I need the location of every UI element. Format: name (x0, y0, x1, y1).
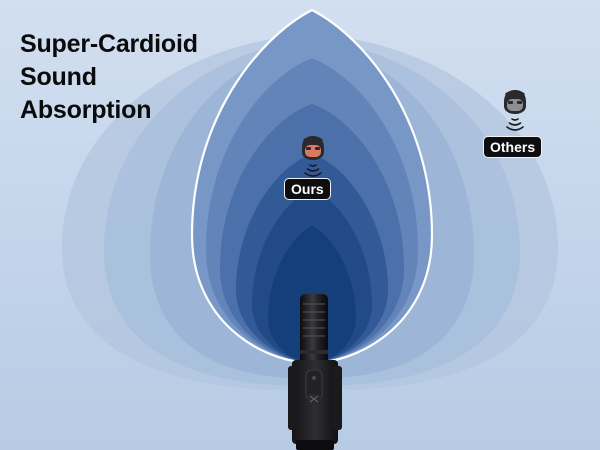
person-head-icon (302, 136, 324, 160)
cardioid-outline (190, 8, 434, 364)
person-head-icon (504, 90, 526, 114)
headline-line-2: Sound (20, 63, 97, 91)
headline: Super-Cardioid Sound Absorption (20, 28, 198, 127)
headline-line-1: Super-Cardioid (20, 30, 198, 58)
headline-line-3: Absorption (20, 96, 152, 124)
ours-label: Ours (284, 178, 331, 200)
others-person-icon (498, 88, 532, 138)
sound-waves-icon (304, 164, 322, 177)
microphone-image (288, 294, 342, 450)
sound-waves-icon (506, 118, 524, 131)
ours-person-icon (296, 134, 330, 184)
others-label: Others (483, 136, 543, 158)
